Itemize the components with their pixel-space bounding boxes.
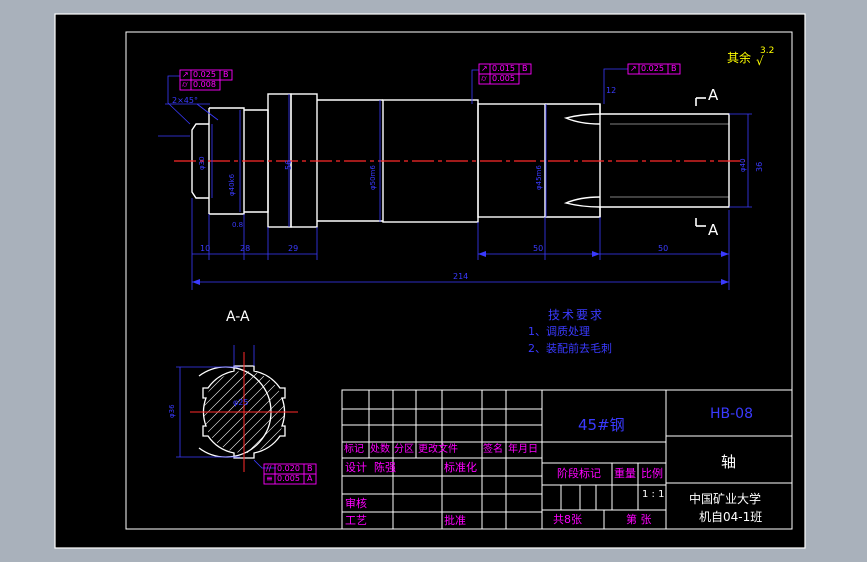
process-label: 工艺 xyxy=(345,514,367,527)
dim-length-4: 50 xyxy=(533,244,544,253)
dim-chamfer: 2×45° xyxy=(172,96,198,105)
tol-val-1: 0.025 xyxy=(193,70,216,79)
roughness-symbol-icon: √ xyxy=(756,54,764,68)
design-label: 设计 xyxy=(345,461,367,474)
dim-length-1: 10 xyxy=(200,244,211,253)
tol-sym-2: ⌭ xyxy=(182,80,188,89)
dim-right-diameter: φ40 xyxy=(739,158,747,172)
tol-sym-1: ↗ xyxy=(182,70,189,79)
section-tol-sym-2: ≡ xyxy=(266,474,273,483)
revision-col-sign: 签名 xyxy=(483,444,503,455)
section-title: A-A xyxy=(226,309,250,325)
tol-ref-5: B xyxy=(671,64,677,73)
tol-sym-3: ↗ xyxy=(481,64,488,73)
section-diameter: φ36 xyxy=(168,404,176,418)
review-label: 审核 xyxy=(345,497,367,510)
section-tol-val-1: 0.020 xyxy=(277,464,300,473)
drawing-number: HB-08 xyxy=(710,406,753,422)
revision-col-zone: 分区 xyxy=(394,444,414,455)
dim-length-2: 28 xyxy=(240,244,251,253)
dim-angle: 12 xyxy=(606,86,617,95)
dim-bearing-diameter: φ45m6 xyxy=(535,165,543,190)
stage-label: 阶段标记 xyxy=(557,467,601,480)
roughness-label: 其余 xyxy=(727,51,752,65)
roughness-value: 3.2 xyxy=(760,46,775,56)
tech-requirements-title: 技术要求 xyxy=(548,308,605,322)
section-mark-bottom: A xyxy=(708,221,719,239)
tol-val-5: 0.025 xyxy=(641,64,664,73)
designer-name: 陈强 xyxy=(374,461,396,474)
section-tol-sym-1: // xyxy=(266,464,272,473)
dim-left-diameter: φ40k6 xyxy=(228,173,236,196)
dim-collar: 56 xyxy=(284,159,293,170)
tol-val-3: 0.015 xyxy=(492,64,515,73)
part-name: 轴 xyxy=(721,453,737,471)
school-name: 中国矿业大学 xyxy=(689,492,762,506)
tolerance-frame-boxes xyxy=(179,63,681,91)
dim-total-length: 214 xyxy=(453,272,469,281)
tech-requirement-1: 1、调质处理 xyxy=(528,325,590,338)
scale-value: 1 : 1 xyxy=(642,489,665,500)
dim-length-3: 29 xyxy=(288,244,299,253)
dim-end-diameter: φ30 xyxy=(198,156,206,170)
tech-requirement-2: 2、装配前去毛刺 xyxy=(528,342,612,355)
section-tol-ref-1: B xyxy=(307,464,313,473)
scale-label: 比例 xyxy=(641,467,663,480)
tol-val-2: 0.008 xyxy=(193,80,216,89)
sheet-number: 第 张 xyxy=(626,513,652,526)
tol-ref-1: B xyxy=(223,70,229,79)
material: 45#钢 xyxy=(578,416,625,434)
section-tol-val-2: 0.005 xyxy=(277,474,300,483)
dim-length-5: 50 xyxy=(658,244,669,253)
title-block-grid xyxy=(341,389,793,530)
tol-sym-4: ⌭ xyxy=(481,74,487,83)
revision-col-count: 处数 xyxy=(370,444,390,455)
class-name: 机自04-1班 xyxy=(699,510,763,524)
tol-sym-5: ↗ xyxy=(630,64,637,73)
approve-label: 批准 xyxy=(444,514,466,527)
tol-val-4: 0.005 xyxy=(492,74,515,83)
dim-tip: 36 xyxy=(755,161,764,172)
dim-groove: 0.8 xyxy=(232,221,244,229)
sheets-total: 共8张 xyxy=(553,513,582,526)
revision-col-mark: 标记 xyxy=(344,444,364,455)
drawing-surface xyxy=(54,13,806,549)
section-center-label: φ25 xyxy=(233,398,249,407)
section-mark-top: A xyxy=(708,86,719,104)
dimension-lines xyxy=(158,68,752,290)
revision-col-file: 更改文件 xyxy=(418,444,458,455)
tol-ref-3: B xyxy=(522,64,528,73)
section-tol-ref-2: A xyxy=(307,474,313,483)
revision-col-date: 年月日 xyxy=(508,444,538,455)
dimension-arrows xyxy=(192,251,729,285)
weight-label: 重量 xyxy=(614,467,636,480)
standard-label: 标准化 xyxy=(444,461,477,474)
dim-mid-diameter: φ50m6 xyxy=(369,165,377,190)
